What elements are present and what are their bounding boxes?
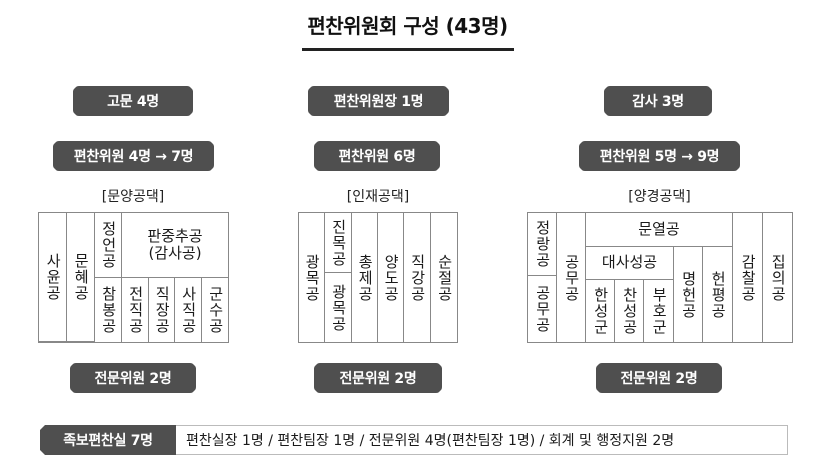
cell-jeonjik: 전직공 (122, 278, 149, 342)
cell-sajik: 사직공 (175, 278, 202, 342)
cell-heonpyeong: 헌평공 (703, 247, 733, 342)
cell-jeongnang: 정랑공 (528, 213, 557, 276)
right-experts-badge: 전문위원 2명 (596, 363, 722, 393)
cell-munhye: 문혜공 (67, 213, 95, 342)
cell-gunsu: 군수공 (206, 286, 225, 334)
auditor-badge: 감사 3명 (604, 86, 712, 116)
cell-gongmu-1: 공무공 (528, 276, 557, 342)
middle-experts-badge: 전문위원 2명 (314, 363, 442, 393)
cell-jibui: 집의공 (769, 253, 788, 302)
cell-sunjeol: 순절공 (435, 253, 454, 302)
cell-jikgang: 직강공 (404, 213, 431, 342)
cell-jeongeon: 정언공 (95, 213, 122, 278)
cell-chanseong: 찬성공 (615, 280, 644, 342)
page-title: 편찬위원회 구성 (43명) (307, 14, 508, 38)
cell-myeongheon: 명헌공 (674, 247, 703, 342)
cell-daesaseong-header: 대사성공 (586, 247, 674, 280)
right-lineage-table: 정랑공 공무공 공무공 문열공 대사성공 한성군 찬성공 부호군 명헌공 헌평공… (527, 212, 793, 343)
left-lineage-table: 사윤공 문혜공 정언공 참봉공 판중추공 (감사공) 전직공 직장공 사직공 군… (38, 212, 229, 343)
cell-yangdo: 양도공 (378, 213, 404, 342)
cell-gwangmok: 광목공 (299, 213, 325, 342)
right-group-label: [양경공댁] (628, 189, 691, 205)
middle-members-badge: 편찬위원 6명 (314, 141, 440, 171)
middle-group-label: [인재공댁] (346, 189, 410, 205)
left-experts-badge: 전문위원 2명 (70, 363, 196, 393)
advisor-badge: 고문 4명 (73, 86, 193, 116)
cell-gwangmok-2: 광목공 (325, 273, 352, 342)
left-group-label: [문양공댁] (101, 189, 165, 205)
genealogy-office-staff: 편찬실장 1명 / 편찬팀장 1명 / 전문위원 4명(편찬팀장 1명) / 회… (176, 425, 788, 455)
cell-chongje: 총제공 (352, 213, 378, 342)
right-members-badge: 편찬위원 5명 → 9명 (579, 141, 740, 171)
cell-munyeol-header: 문열공 (586, 213, 733, 247)
cell-gamchal: 감찰공 (733, 213, 763, 342)
chairman-badge: 편찬위원장 1명 (308, 86, 449, 116)
cell-jikjang: 직장공 (149, 278, 175, 342)
cell-sayun: 사윤공 (39, 213, 67, 342)
cell-chambong: 참봉공 (95, 278, 122, 342)
cell-buhogun: 부호군 (644, 280, 674, 342)
middle-lineage-table: 광목공 진목공 광목공 총제공 양도공 직강공 순절공 (298, 212, 458, 343)
cell-hanseong: 한성군 (586, 280, 615, 342)
title-underline (302, 48, 514, 51)
cell-gongmu-2: 공무공 (557, 213, 586, 342)
genealogy-office-bar: 족보편찬실 7명 편찬실장 1명 / 편찬팀장 1명 / 전문위원 4명(편찬팀… (40, 425, 788, 455)
genealogy-office-label: 족보편찬실 7명 (40, 425, 176, 455)
cell-jinmok: 진목공 (325, 213, 352, 273)
left-members-badge: 편찬위원 4명 → 7명 (53, 141, 214, 171)
cell-panjungchu-header: 판중추공 (감사공) (122, 213, 228, 278)
